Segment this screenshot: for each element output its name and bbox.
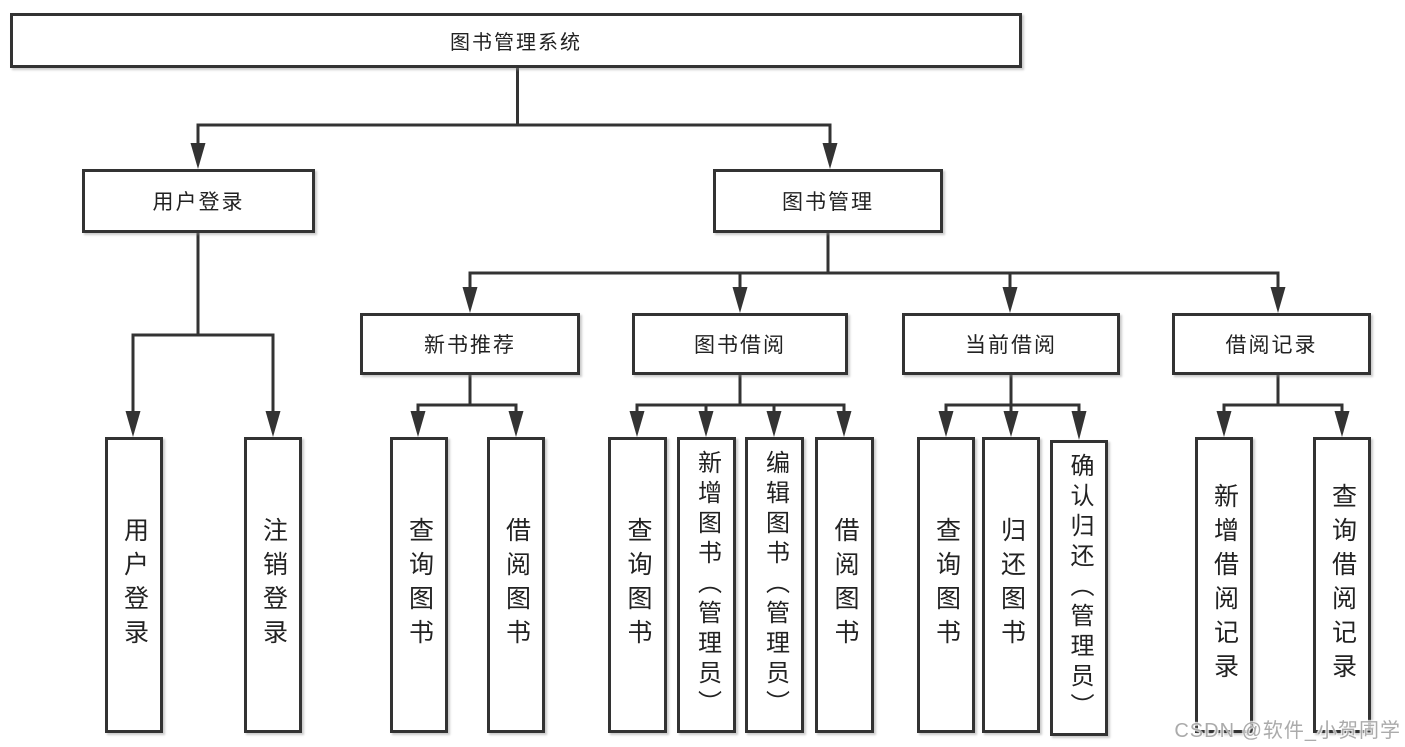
leaf-confirm-return-admin: 确认归还（管理员） [1050, 440, 1108, 736]
leaf-recommend-borrow-books: 借阅图书 [487, 437, 545, 733]
leaf-add-books-admin: 新增图书（管理员） [677, 437, 736, 733]
leaf-add-borrow-record: 新增借阅记录 [1195, 437, 1253, 733]
node-user-login-label: 用户登录 [152, 191, 245, 214]
leaf-user-login: 用户登录 [105, 437, 163, 733]
leaf-add-borrow-record-label: 新增借阅记录 [1210, 483, 1239, 687]
leaf-logout: 注销登录 [244, 437, 302, 733]
leaf-recommend-query-books-label: 查询图书 [405, 517, 434, 653]
node-new-book-recommend-label: 新书推荐 [424, 334, 516, 357]
leaf-recommend-query-books: 查询图书 [390, 437, 448, 733]
node-borrowing-records: 借阅记录 [1172, 313, 1371, 375]
leaf-add-books-admin-label: 新增图书（管理员） [693, 450, 721, 720]
leaf-query-borrow-record-label: 查询借阅记录 [1328, 483, 1357, 687]
leaf-return-books: 归还图书 [982, 437, 1040, 733]
leaf-borrowing-borrow-books: 借阅图书 [815, 437, 874, 733]
leaf-edit-books-admin: 编辑图书（管理员） [745, 437, 804, 733]
leaf-recommend-borrow-books-label: 借阅图书 [502, 517, 531, 653]
node-current-borrowing: 当前借阅 [902, 313, 1120, 375]
node-current-borrowing-label: 当前借阅 [965, 334, 1057, 357]
node-borrowing-records-label: 借阅记录 [1225, 334, 1318, 357]
leaf-borrowing-query-books-label: 查询图书 [624, 517, 652, 653]
node-book-management: 图书管理 [713, 169, 943, 233]
node-root-label: 图书管理系统 [450, 32, 582, 54]
leaf-return-books-label: 归还图书 [997, 517, 1026, 653]
leaf-logout-label: 注销登录 [259, 517, 288, 653]
node-book-borrowing-label: 图书借阅 [694, 334, 786, 357]
node-root: 图书管理系统 [10, 13, 1022, 68]
leaf-current-query-books: 查询图书 [917, 437, 975, 733]
leaf-user-login-label: 用户登录 [120, 517, 149, 653]
leaf-edit-books-admin-label: 编辑图书（管理员） [761, 450, 789, 720]
node-book-management-label: 图书管理 [782, 191, 874, 214]
node-user-login: 用户登录 [82, 169, 315, 233]
leaf-borrowing-borrow-books-label: 借阅图书 [831, 517, 859, 653]
node-new-book-recommend: 新书推荐 [360, 313, 580, 375]
node-book-borrowing: 图书借阅 [632, 313, 848, 375]
leaf-confirm-return-admin-label: 确认归还（管理员） [1066, 453, 1093, 723]
leaf-current-query-books-label: 查询图书 [932, 517, 961, 653]
leaf-borrowing-query-books: 查询图书 [608, 437, 667, 733]
leaf-query-borrow-record: 查询借阅记录 [1313, 437, 1371, 733]
watermark: CSDN @软件_小贺同学 [1174, 720, 1401, 742]
